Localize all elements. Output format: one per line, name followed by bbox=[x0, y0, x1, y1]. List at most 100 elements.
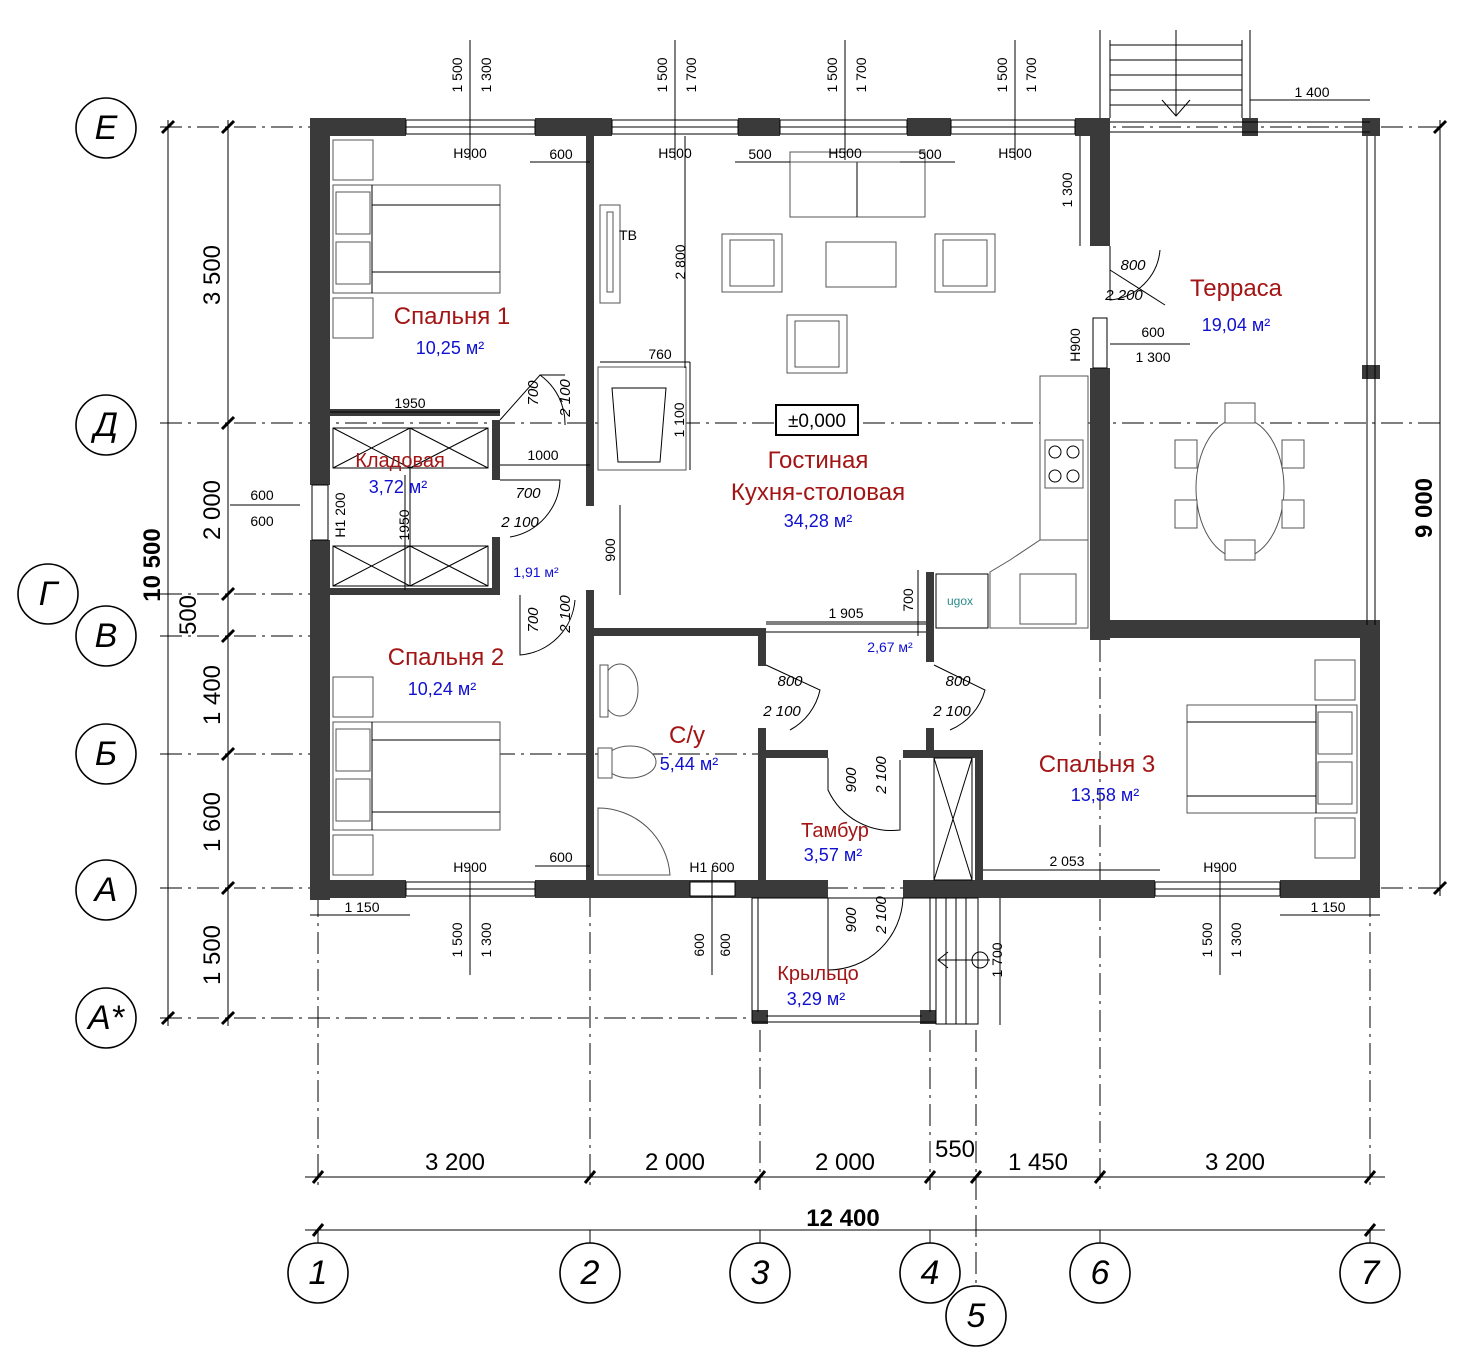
sill-height: Н500 bbox=[998, 145, 1032, 161]
dim-win-top: 1 700 bbox=[853, 57, 869, 92]
level-mark-text: ±0,000 bbox=[788, 411, 846, 432]
dim-1000: 1000 bbox=[527, 447, 558, 463]
dim-760: 760 bbox=[648, 346, 672, 362]
dim-bottom-4: 550 bbox=[935, 1136, 975, 1163]
dim-600: 600 bbox=[1141, 324, 1165, 340]
axis-col-label: 7 bbox=[1361, 1254, 1381, 1292]
dim-win-top: 1 500 bbox=[654, 57, 670, 92]
room-name-bedroom1: Спальня 1 bbox=[394, 303, 510, 330]
dim-win-top: 1 300 bbox=[478, 57, 494, 92]
door-width: 700 bbox=[515, 485, 541, 502]
axis-col-label: 1 bbox=[309, 1254, 328, 1292]
door-height: 2 100 bbox=[500, 514, 539, 531]
interior-dimensions: 2 800 760 1 100 1950 1000 1950 900 1 905… bbox=[230, 136, 1190, 935]
dim-left-6: 1 500 bbox=[199, 925, 226, 985]
door-width: 900 bbox=[843, 767, 860, 793]
room-name-vestibule: Тамбур bbox=[801, 820, 869, 842]
tv-label: ТВ bbox=[619, 227, 637, 243]
door-width: 700 bbox=[525, 380, 542, 406]
room-name-terrace: Терраса bbox=[1190, 275, 1283, 302]
row-axis-bubbles: Е Д Г В Б А А* bbox=[17, 97, 137, 1049]
room-area-living: 34,28 м² bbox=[784, 511, 852, 531]
dim-500: 500 bbox=[918, 146, 942, 162]
room-name-bathroom: С/у bbox=[669, 722, 705, 749]
dim-1300: 1 300 bbox=[1059, 172, 1075, 207]
sill-height-v: Н1 200 bbox=[332, 492, 348, 537]
sill-height: Н900 bbox=[1203, 859, 1237, 875]
room-name-bedroom2: Спальня 2 bbox=[388, 644, 504, 671]
room-name-bedroom3: Спальня 3 bbox=[1039, 751, 1155, 778]
room-area-vestibule: 3,57 м² bbox=[804, 845, 862, 865]
dim-1905: 1 905 bbox=[828, 605, 863, 621]
dim-1300: 1 300 bbox=[1135, 349, 1170, 365]
sill-height: Н900 bbox=[453, 145, 487, 161]
dim-left-1: 3 500 bbox=[199, 245, 226, 305]
window-annotations-bottom: Н900 Н900 Н1 600 600 1 500 1 300 1 500 1… bbox=[310, 849, 1380, 1025]
room-area-bedroom1: 10,25 м² bbox=[416, 338, 484, 358]
dim-win-top: 1 700 bbox=[1023, 57, 1039, 92]
sill-height: Н500 bbox=[828, 145, 862, 161]
dim-600: 600 bbox=[549, 849, 573, 865]
left-dimensions: 3 500 2 000 500 1 400 1 600 1 500 10 500 bbox=[139, 119, 236, 1026]
dim-win-top: 1 700 bbox=[683, 57, 699, 92]
dim-1950: 1950 bbox=[396, 509, 412, 540]
dim-bottom-5: 1 450 bbox=[1008, 1149, 1068, 1176]
sill-height: Н1 600 bbox=[689, 859, 734, 875]
dim-win-bottom: 600 bbox=[691, 933, 707, 957]
doors bbox=[499, 246, 1166, 971]
axis-col-label: 6 bbox=[1091, 1254, 1110, 1292]
axis-row-label: В bbox=[95, 617, 118, 655]
axis-col-label: 4 bbox=[921, 1254, 940, 1292]
dim-left-3: 500 bbox=[175, 595, 202, 635]
right-dimensions: 9 000 bbox=[1411, 119, 1448, 896]
room-area-bedroom2: 10,24 м² bbox=[408, 679, 476, 699]
room-area-hall: 2,67 м² bbox=[867, 639, 913, 655]
dim-right-total: 9 000 bbox=[1411, 478, 1438, 538]
door-width: 800 bbox=[945, 673, 971, 690]
plumbing-label: ugox bbox=[947, 594, 973, 608]
axis-col-label: 3 bbox=[751, 1254, 770, 1292]
dim-600: 600 bbox=[549, 146, 573, 162]
dim-left-4: 1 400 bbox=[199, 665, 226, 725]
dim-500: 500 bbox=[748, 146, 772, 162]
dim-1400: 1 400 bbox=[1294, 84, 1329, 100]
door-height: 2 100 bbox=[873, 896, 890, 935]
room-name-porch: Крыльцо bbox=[777, 963, 859, 985]
dim-left-5: 1 600 bbox=[199, 792, 226, 852]
level-mark: ±0,000 bbox=[775, 404, 859, 436]
dim-win-bottom: 1 500 bbox=[449, 922, 465, 957]
col-axis-bubbles: 1 2 3 4 5 6 7 bbox=[287, 1230, 1401, 1347]
walls bbox=[310, 118, 1380, 1024]
room-area-storage: 3,72 м² bbox=[369, 477, 427, 497]
axis-col-label: 2 bbox=[580, 1254, 600, 1292]
room-name-living: Гостиная bbox=[768, 447, 869, 474]
room-area-corridor: 1,91 м² bbox=[513, 564, 559, 580]
dim-2800: 2 800 bbox=[672, 244, 688, 279]
dim-bottom-total: 12 400 bbox=[806, 1205, 879, 1232]
axis-row-label: Д bbox=[90, 406, 118, 444]
dim-left-total: 10 500 bbox=[139, 528, 166, 601]
door-width: 900 bbox=[843, 907, 860, 933]
axis-row-label: Г bbox=[39, 575, 60, 613]
dim-1150: 1 150 bbox=[1310, 899, 1345, 915]
door-height: 2 100 bbox=[932, 703, 971, 720]
sill-height-v: Н900 bbox=[1067, 328, 1083, 362]
dim-2053: 2 053 bbox=[1049, 853, 1084, 869]
dim-600: 600 bbox=[250, 487, 274, 503]
dim-bottom-6: 3 200 bbox=[1205, 1149, 1265, 1176]
room-name-kitchen: Кухня-столовая bbox=[731, 479, 905, 506]
dim-win-bottom: 1 300 bbox=[478, 922, 494, 957]
room-labels: Спальня 1 10,25 м² Кладовая 3,72 м² 1,91… bbox=[355, 227, 1282, 1009]
axis-row-label: А* bbox=[86, 999, 126, 1037]
dim-win-bottom: 600 bbox=[717, 933, 733, 957]
axis-row-label: Е bbox=[95, 109, 118, 147]
door-height: 2 100 bbox=[557, 595, 574, 634]
door-height: 2 100 bbox=[873, 756, 890, 795]
room-area-bedroom3: 13,58 м² bbox=[1071, 785, 1139, 805]
dim-left-2: 2 000 bbox=[199, 480, 226, 540]
dim-bottom-1: 3 200 bbox=[425, 1149, 485, 1176]
dim-win-bottom: 1 300 bbox=[1228, 922, 1244, 957]
door-width: 700 bbox=[525, 607, 542, 633]
door-height: 2 200 bbox=[1104, 287, 1143, 304]
